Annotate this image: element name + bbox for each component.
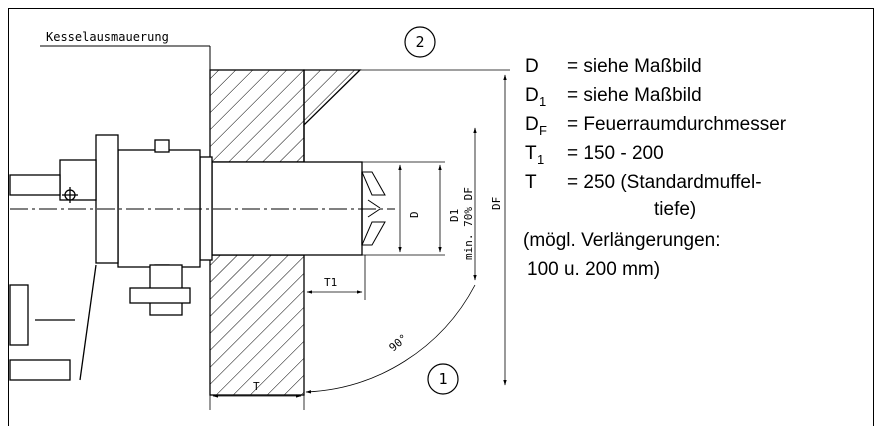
dim-label-T: T <box>253 380 260 393</box>
dim-label-min70: min. 70% DF <box>462 187 475 260</box>
vertical-dimensions <box>362 74 507 386</box>
marker-1: 1 <box>427 363 459 395</box>
legend-sub-2: F <box>539 123 547 138</box>
horizontal-dimensions <box>209 255 476 410</box>
legend-text-1: = siehe Maßbild <box>567 85 702 106</box>
legend-text-4: = 250 (Standardmuffel- <box>567 172 762 193</box>
legend-sub-1: 1 <box>539 94 546 109</box>
burner-tube <box>199 156 386 261</box>
dim-label-D: D <box>408 211 421 218</box>
legend-sym-4: T <box>525 172 537 193</box>
legend-text-0: = siehe Maßbild <box>567 56 702 77</box>
legend-sub-3: 1 <box>537 152 544 167</box>
svg-text:2: 2 <box>415 33 424 51</box>
dim-label-DF: DF <box>490 197 503 210</box>
legend-sym-3: T <box>525 143 537 164</box>
legend-sym-2: D <box>525 114 539 135</box>
label-kesselausmauerung: Kesselausmauerung <box>46 30 169 44</box>
legend-text-3: = 150 - 200 <box>567 143 664 164</box>
burner-housing <box>9 134 201 381</box>
dim-label-T1: T1 <box>324 276 337 289</box>
dim-label-D1: D1 <box>448 209 461 222</box>
legend-note-0: (mögl. Verlängerungen: <box>523 230 721 251</box>
marker-2: 2 <box>360 26 510 71</box>
legend-text-2: = Feuerraumdurchmesser <box>567 114 787 135</box>
angle-label-90: 90° <box>387 332 411 355</box>
legend: D = siehe Maßbild D 1 = siehe Maßbild D … <box>523 56 787 280</box>
svg-text:1: 1 <box>438 370 447 388</box>
legend-sym-0: D <box>525 56 539 77</box>
wall-leader: Kesselausmauerung <box>40 30 211 70</box>
legend-note-1: 100 u. 200 mm) <box>527 259 660 280</box>
legend-continuation: tiefe) <box>654 199 696 220</box>
drawing-frame <box>8 8 874 426</box>
legend-sym-1: D <box>525 85 539 106</box>
